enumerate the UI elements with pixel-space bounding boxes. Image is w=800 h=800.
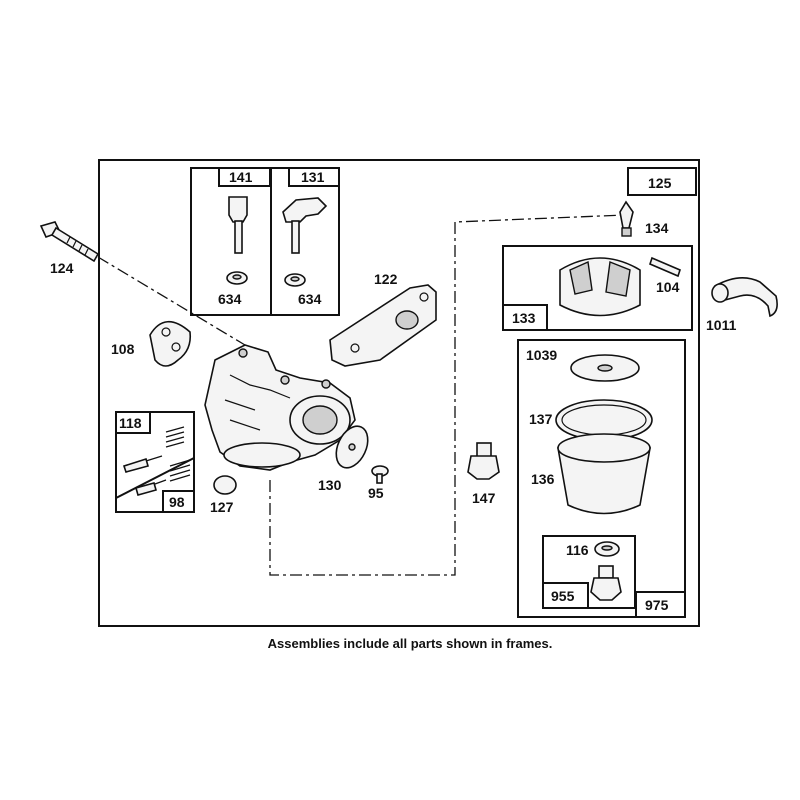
bowl-136 (557, 433, 651, 515)
bolt-124 (39, 221, 100, 263)
washer-130 (335, 425, 369, 469)
carburetor-body (204, 344, 356, 471)
spring-118 (165, 426, 185, 448)
label-124: 124 (50, 260, 74, 276)
label-634-left: 634 (218, 291, 242, 307)
label-98: 98 (169, 494, 185, 510)
screw-95 (371, 465, 389, 484)
label-634-right: 634 (298, 291, 322, 307)
label-141: 141 (229, 169, 253, 185)
label-955: 955 (551, 588, 575, 604)
label-137: 137 (529, 411, 553, 427)
label-136: 136 (531, 471, 555, 487)
choke-shaft-131 (282, 197, 328, 254)
frame-118-98 (115, 411, 195, 513)
throttle-shaft-141 (228, 196, 248, 254)
label-118: 118 (119, 415, 142, 431)
label-95: 95 (368, 485, 384, 501)
gasket-1039 (570, 354, 640, 382)
label-147: 147 (472, 490, 496, 506)
label-127: 127 (210, 499, 234, 515)
frame-125 (627, 167, 697, 196)
hose-1011 (711, 277, 778, 318)
caption: Assemblies include all parts shown in fr… (267, 636, 553, 651)
label-130: 130 (318, 477, 342, 493)
plug-127 (213, 475, 237, 495)
frame-133 (502, 245, 693, 331)
pin-104 (649, 256, 681, 278)
gasket-122 (329, 284, 437, 367)
washer-116 (594, 541, 620, 557)
alignment-line-bolt (97, 256, 246, 346)
label-975: 975 (645, 597, 669, 613)
screw-98 (135, 479, 167, 496)
o-ring-137 (555, 399, 653, 441)
label-125: 125 (648, 175, 672, 191)
label-133: 133 (512, 310, 536, 326)
label-122: 122 (374, 271, 398, 287)
label-1039: 1039 (526, 347, 557, 363)
fitting-147 (467, 442, 500, 480)
main-frame (98, 159, 700, 627)
bowl-nut-955 (590, 565, 622, 601)
label-116: 116 (566, 542, 589, 558)
frame-141-131 (190, 167, 340, 316)
seal-634-left (226, 271, 248, 285)
label-134: 134 (645, 220, 669, 236)
label-131: 131 (301, 169, 325, 185)
label-1011: 1011 (706, 317, 737, 333)
float-133 (559, 257, 641, 317)
idle-screw-118 (122, 455, 163, 473)
label-104: 104 (656, 279, 680, 295)
label-108: 108 (111, 341, 135, 357)
seal-634-right (284, 273, 306, 287)
spring-98 (169, 459, 191, 482)
alignment-line-fuel (269, 214, 626, 576)
gasket-108 (149, 320, 192, 367)
frame-955 (542, 535, 636, 609)
needle-134 (619, 200, 634, 237)
